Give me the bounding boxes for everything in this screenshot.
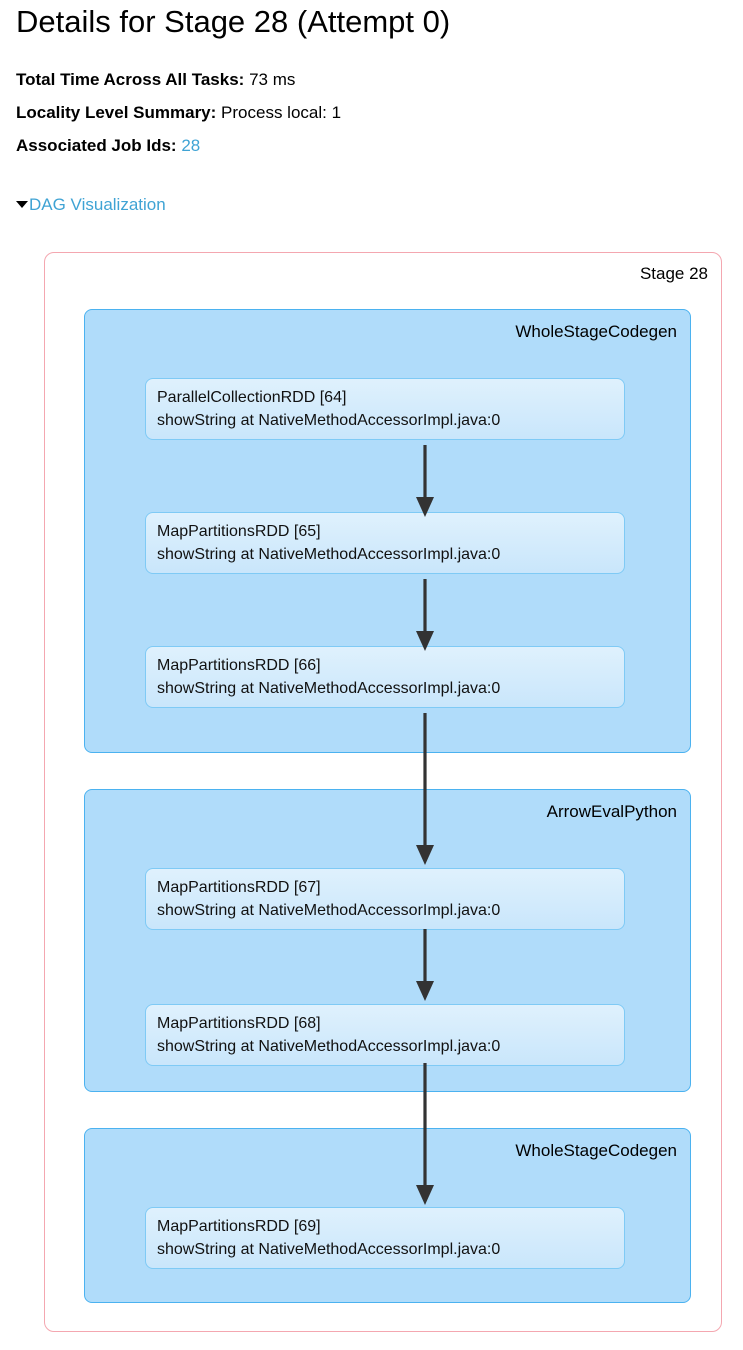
operator-cluster-arrowevalpython[interactable]: ArrowEvalPython MapPartitionsRDD [67] sh… [84,789,691,1092]
rdd-node-66-name: MapPartitionsRDD [66] [157,657,321,674]
rdd-node-65-name: MapPartitionsRDD [65] [157,523,321,540]
summary-total-time-value: 73 ms [249,70,296,89]
summary-locality-key: Locality Level Summary: [16,103,217,122]
rdd-node-67-name: MapPartitionsRDD [67] [157,879,321,896]
rdd-node-67[interactable]: MapPartitionsRDD [67] showString at Nati… [145,868,625,930]
rdd-node-69-name: MapPartitionsRDD [69] [157,1218,321,1235]
dag-stage-container: Stage 28 WholeStageCodegen ParallelColle… [44,252,722,1332]
cluster-label-0: WholeStageCodegen [515,322,677,341]
rdd-node-68-name: MapPartitionsRDD [68] [157,1015,321,1032]
rdd-node-65[interactable]: MapPartitionsRDD [65] showString at Nati… [145,512,625,574]
summary-total-time: Total Time Across All Tasks: 73 ms [16,69,295,91]
rdd-node-69[interactable]: MapPartitionsRDD [69] showString at Nati… [145,1207,625,1269]
rdd-node-68-callsite: showString at NativeMethodAccessorImpl.j… [157,1038,501,1055]
operator-cluster-wholestagecodegen-1[interactable]: WholeStageCodegen ParallelCollectionRDD … [84,309,691,753]
rdd-node-69-callsite: showString at NativeMethodAccessorImpl.j… [157,1241,501,1258]
summary-total-time-key: Total Time Across All Tasks: [16,70,245,89]
summary-associated-job-ids: Associated Job Ids: 28 [16,135,200,157]
dag-visualization-toggle[interactable]: DAG Visualization [16,193,166,217]
rdd-node-64[interactable]: ParallelCollectionRDD [64] showString at… [145,378,625,440]
rdd-node-66[interactable]: MapPartitionsRDD [66] showString at Nati… [145,646,625,708]
rdd-node-64-name: ParallelCollectionRDD [64] [157,389,347,406]
cluster-label-1: ArrowEvalPython [546,802,677,821]
operator-cluster-wholestagecodegen-2[interactable]: WholeStageCodegen MapPartitionsRDD [69] … [84,1128,691,1303]
summary-locality-value: Process local: 1 [221,103,342,122]
rdd-node-64-callsite: showString at NativeMethodAccessorImpl.j… [157,412,501,429]
caret-down-icon [16,201,28,208]
summary-job-ids-key: Associated Job Ids: [16,136,177,155]
rdd-node-65-callsite: showString at NativeMethodAccessorImpl.j… [157,546,501,563]
page-title: Details for Stage 28 (Attempt 0) [16,4,451,39]
rdd-node-67-callsite: showString at NativeMethodAccessorImpl.j… [157,902,501,919]
rdd-node-68[interactable]: MapPartitionsRDD [68] showString at Nati… [145,1004,625,1066]
stage-label: Stage 28 [639,264,708,283]
cluster-label-2: WholeStageCodegen [515,1141,677,1160]
dag-visualization-label: DAG Visualization [29,195,166,214]
job-id-link-28[interactable]: 28 [181,136,201,155]
rdd-node-66-callsite: showString at NativeMethodAccessorImpl.j… [157,680,501,697]
summary-locality-level: Locality Level Summary: Process local: 1 [16,102,341,124]
